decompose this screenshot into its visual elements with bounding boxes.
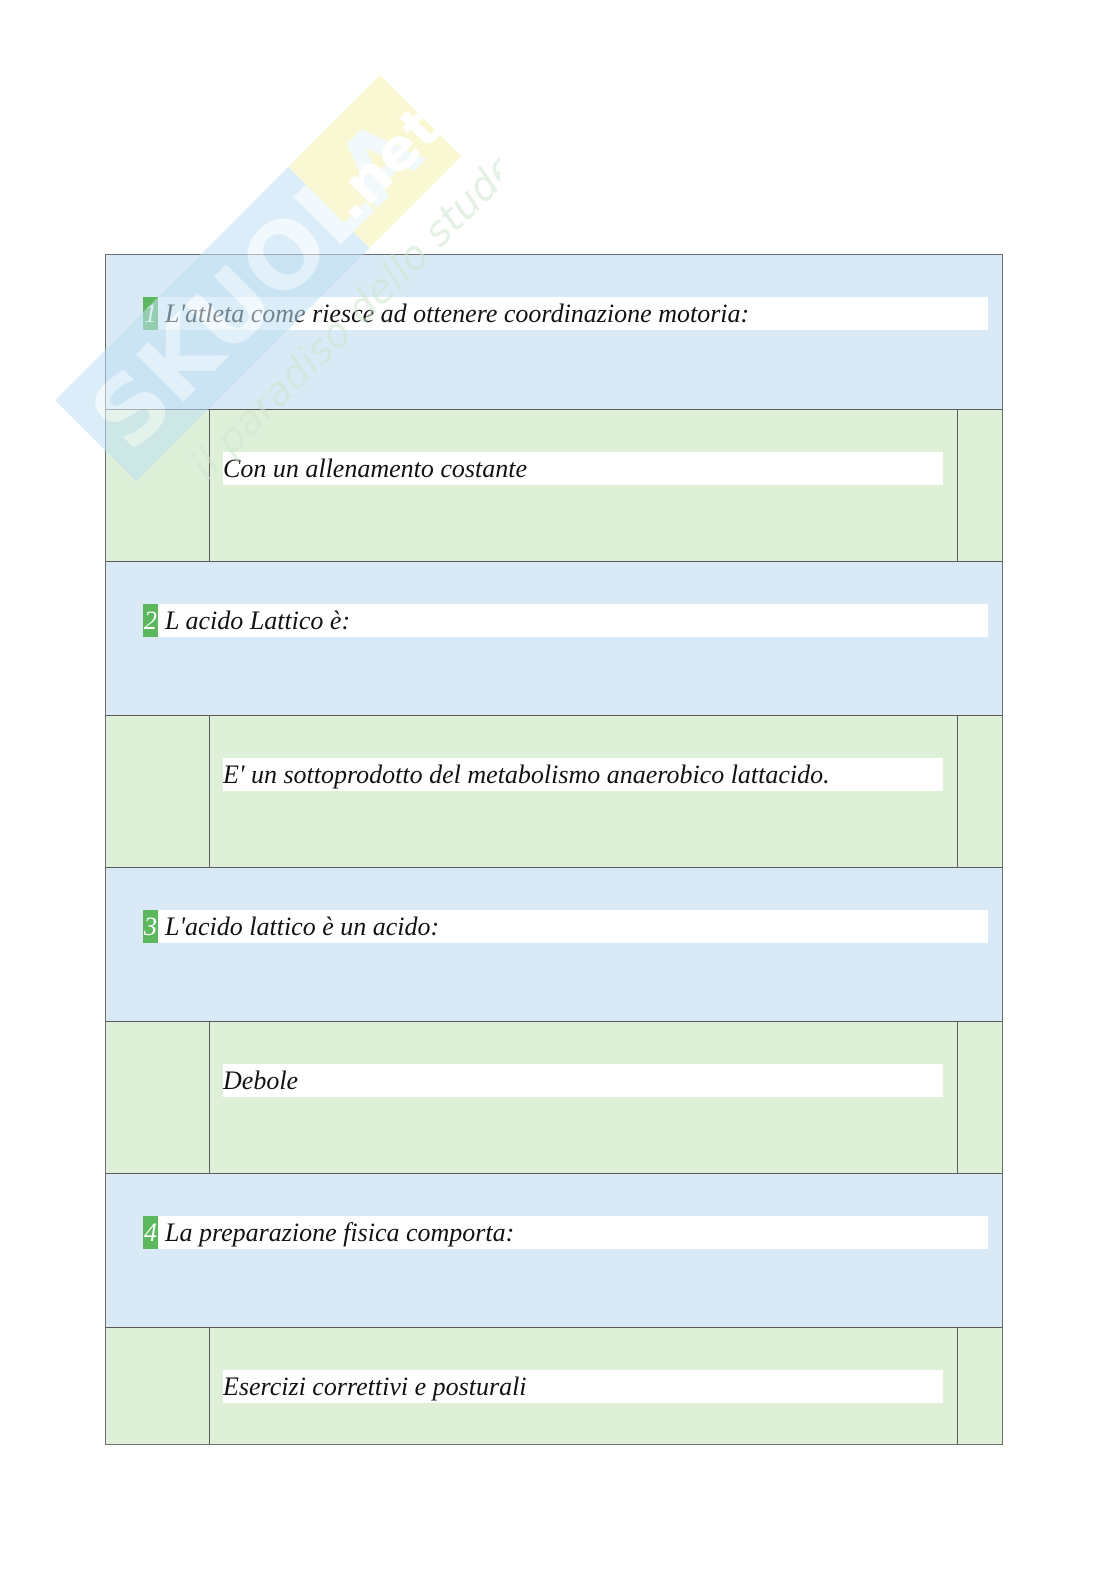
answer-left-cell (106, 1022, 210, 1173)
question-text: La preparazione fisica comporta: (165, 1217, 515, 1247)
answer-row-2: E' un sottoprodotto del metabolismo anae… (106, 715, 1002, 868)
answer-row-3: Debole (106, 1021, 1002, 1174)
question-field-1[interactable]: 1 L'atleta come riesce ad ottenere coord… (143, 297, 988, 330)
question-row-3: 3 L'acido lattico è un acido: (106, 868, 1002, 1021)
answer-row-1: Con un allenamento costante (106, 409, 1002, 562)
question-number-badge: 2 (143, 604, 158, 637)
answer-text: Debole (223, 1065, 299, 1095)
question-text: L acido Lattico è: (165, 605, 351, 635)
answer-left-cell (106, 410, 210, 561)
answer-field-1[interactable]: Con un allenamento costante (223, 452, 943, 485)
question-row-2: 2 L acido Lattico è: (106, 562, 1002, 715)
question-text: L'acido lattico è un acido: (165, 911, 440, 941)
answer-right-cell (957, 410, 1002, 561)
answer-right-cell (957, 1328, 1002, 1444)
question-number-badge: 3 (143, 910, 158, 943)
answer-field-4[interactable]: Esercizi correttivi e posturali (223, 1370, 943, 1403)
question-row-4: 4 La preparazione fisica comporta: (106, 1174, 1002, 1327)
question-field-2[interactable]: 2 L acido Lattico è: (143, 604, 988, 637)
answer-left-cell (106, 1328, 210, 1444)
question-row-1: 1 L'atleta come riesce ad ottenere coord… (106, 255, 1002, 409)
question-field-3[interactable]: 3 L'acido lattico è un acido: (143, 910, 988, 943)
answer-left-cell (106, 716, 210, 867)
answer-right-cell (957, 716, 1002, 867)
question-number-badge: 4 (143, 1216, 158, 1249)
question-number-badge: 1 (143, 297, 158, 330)
answer-field-3[interactable]: Debole (223, 1064, 943, 1097)
svg-text:.net: .net (314, 93, 454, 233)
answer-row-4: Esercizi correttivi e posturali (106, 1327, 1002, 1444)
answer-text: E' un sottoprodotto del metabolismo anae… (223, 759, 830, 789)
question-text: L'atleta come riesce ad ottenere coordin… (165, 298, 750, 328)
answer-text: Esercizi correttivi e posturali (223, 1371, 527, 1401)
question-field-4[interactable]: 4 La preparazione fisica comporta: (143, 1216, 988, 1249)
answer-text: Con un allenamento costante (223, 453, 528, 483)
answer-right-cell (957, 1022, 1002, 1173)
question-answer-table: 1 L'atleta come riesce ad ottenere coord… (105, 254, 1003, 1445)
answer-field-2[interactable]: E' un sottoprodotto del metabolismo anae… (223, 758, 943, 791)
